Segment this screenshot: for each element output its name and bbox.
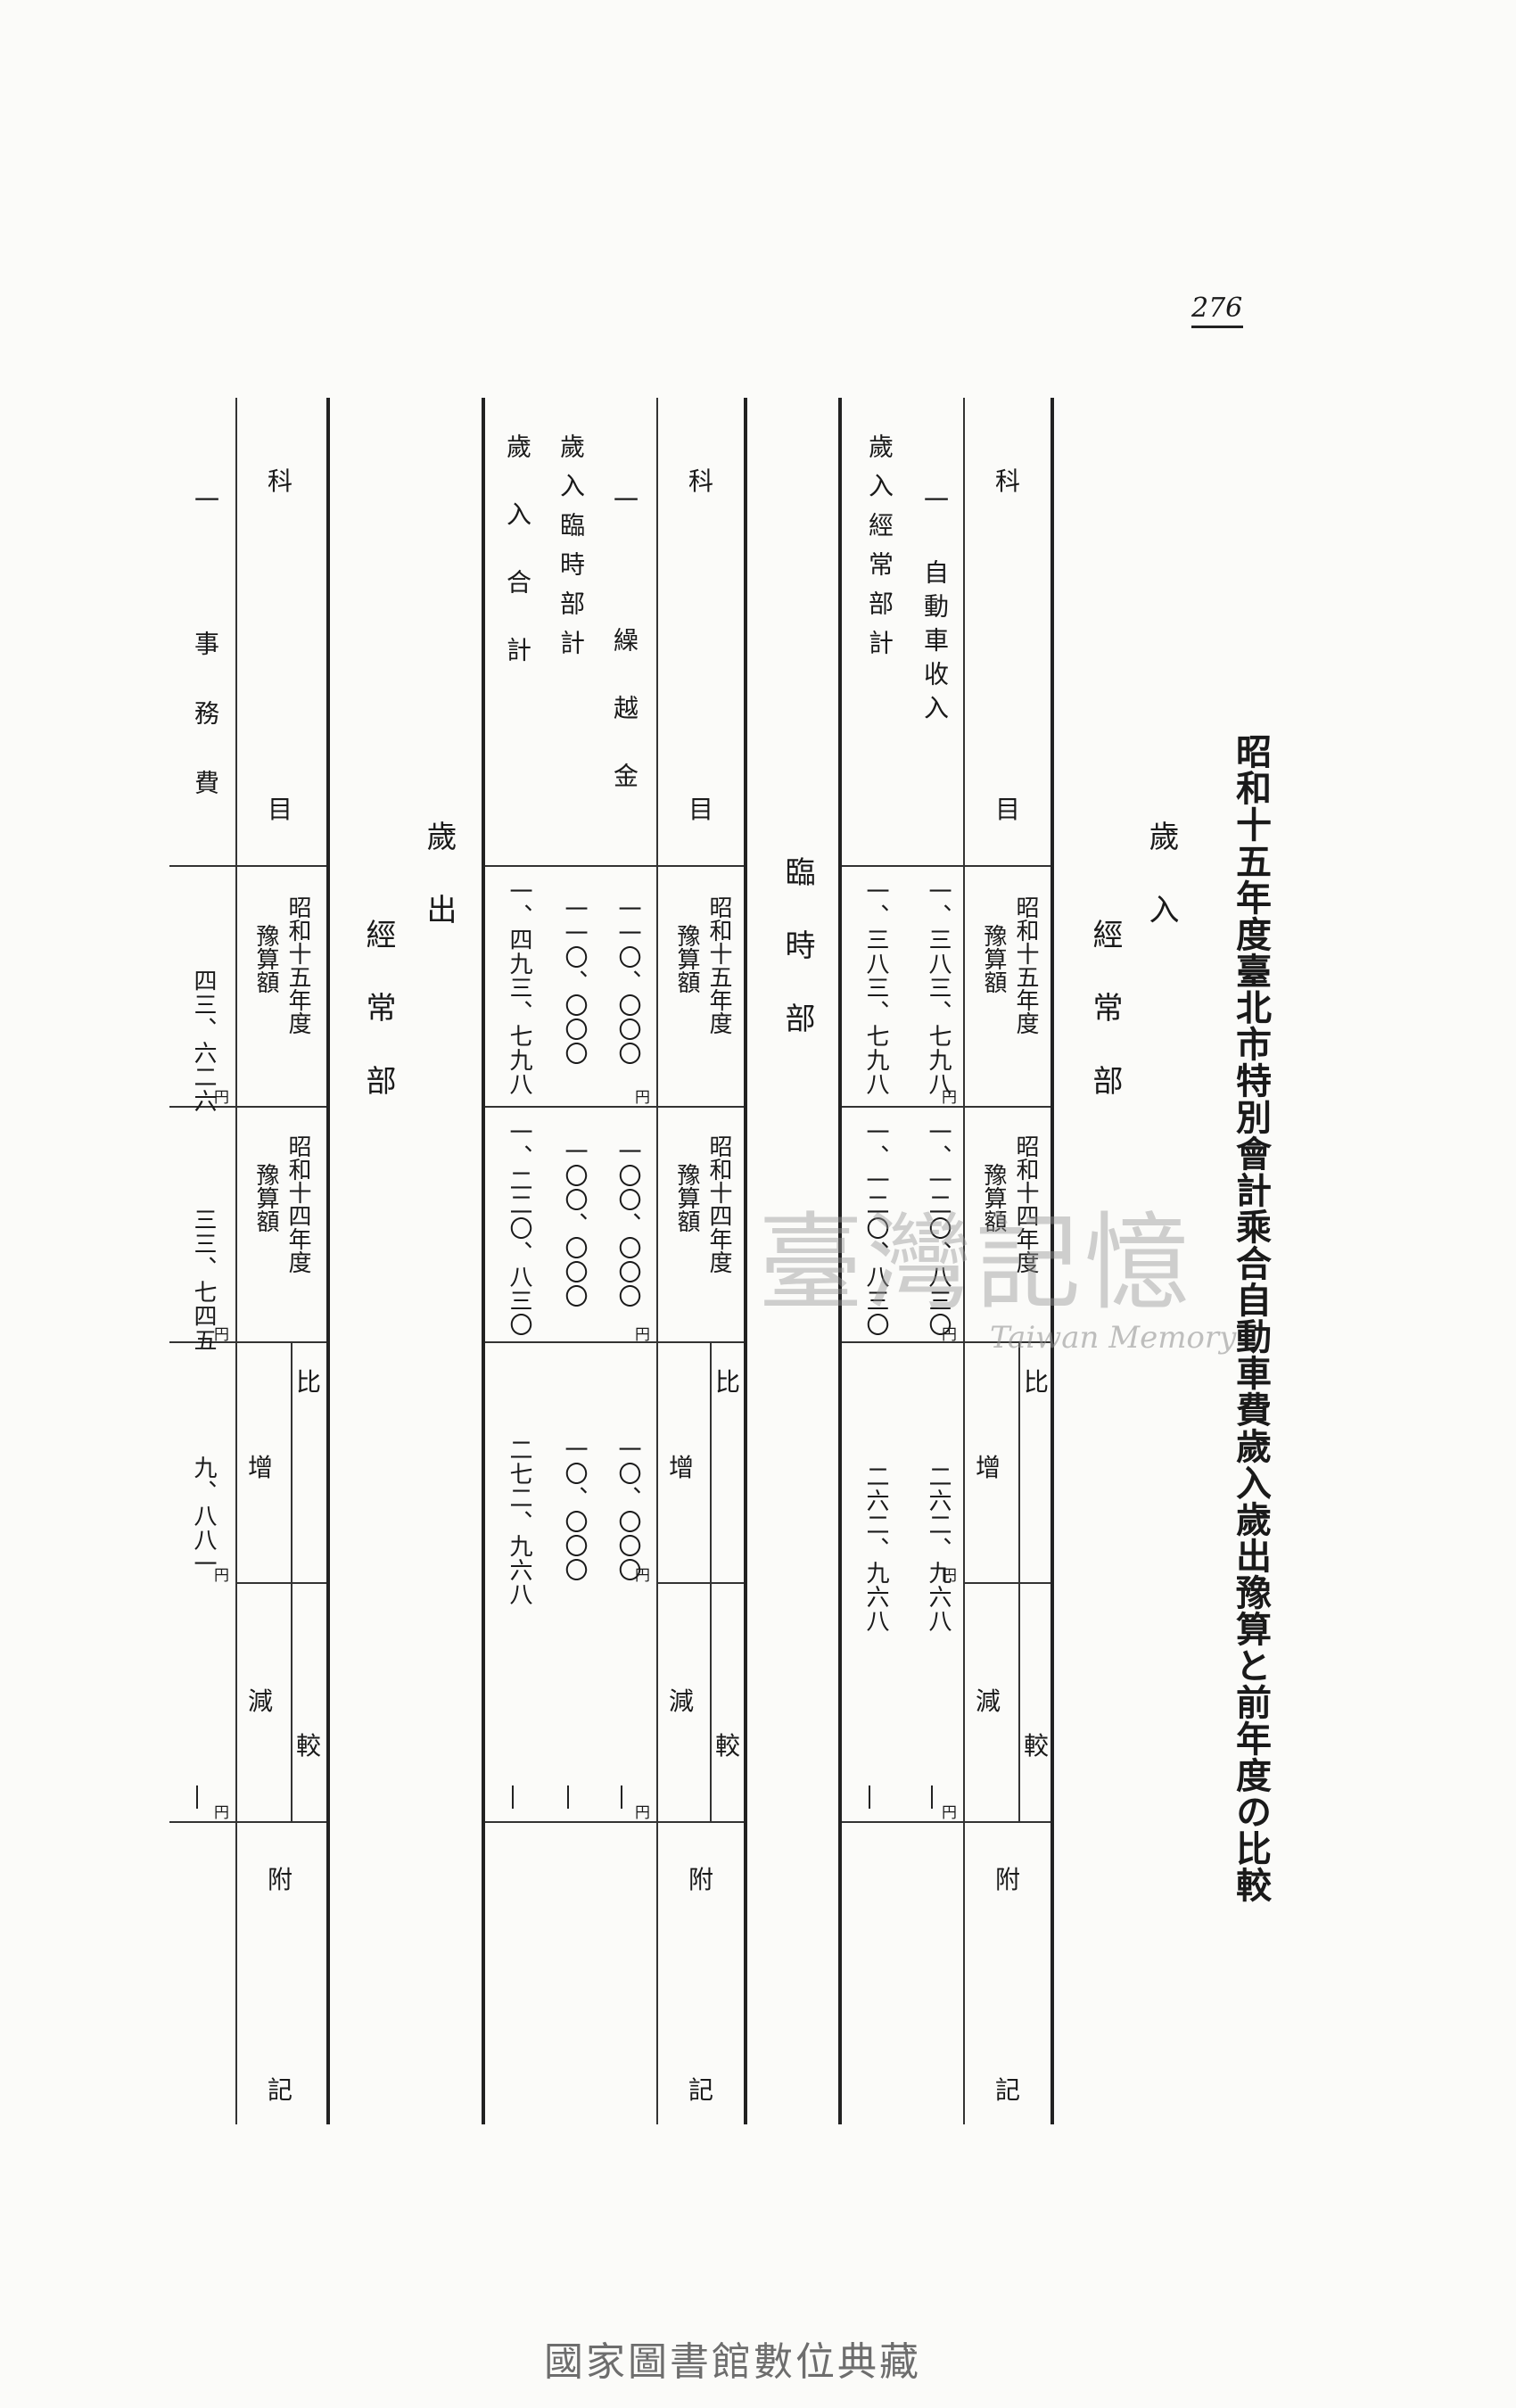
row-subject: 歲入合計 — [503, 433, 532, 705]
cell-value: 一〇〇、〇〇〇 — [561, 1140, 588, 1308]
yen-unit: 円 — [214, 1567, 229, 1585]
header-decrease: 減 — [976, 1686, 1001, 1716]
header-subject-bottom: 目 — [268, 795, 293, 824]
section-label-expenditure-ordinary: 經 常 部 — [360, 919, 396, 1099]
header-budget15: 豫算額 — [252, 924, 279, 994]
yen-unit: 円 — [214, 1804, 229, 1822]
cell-dash — [567, 1785, 569, 1809]
row-subject: 歲入臨時部計 — [556, 433, 586, 669]
cell-dash — [196, 1785, 198, 1809]
header-increase: 增 — [248, 1453, 274, 1482]
cell-value: 二七二、九六八 — [506, 1438, 532, 1606]
header-subject-top: 科 — [688, 466, 714, 496]
header-decrease: 減 — [669, 1686, 695, 1716]
header-notes-top: 附 — [688, 1865, 714, 1894]
header-showa14: 昭和十四年度 — [705, 1134, 732, 1274]
yen-unit: 円 — [635, 1089, 650, 1107]
header-compare-bottom: 較 — [1024, 1731, 1050, 1761]
watermark-subtitle: Taiwan Memory — [990, 1320, 1237, 1356]
table-revenue-ordinary: 科 目 昭和十五年度 豫算額 昭和十四年度 豫算額 比 較 增 減 附 記 一 … — [838, 398, 1054, 2124]
table-expenditure-ordinary: 科 目 昭和十五年度 豫算額 昭和十四年度 豫算額 比 較 增 減 附 記 一 … — [169, 398, 330, 2124]
header-compare-bottom: 較 — [296, 1731, 322, 1761]
cell-value: 一〇、〇〇〇 — [561, 1438, 588, 1582]
cell-dash — [512, 1785, 514, 1809]
header-showa15: 昭和十五年度 — [1012, 895, 1039, 1035]
cell-value: 一〇〇、〇〇〇 — [614, 1140, 641, 1308]
row-subject: 一 繰越金 — [610, 487, 639, 830]
table-revenue-temporary: 科 目 昭和十五年度 豫算額 昭和十四年度 豫算額 比 較 增 減 附 記 一 … — [482, 398, 747, 2124]
footer-credit: 國家圖書館數位典藏 — [544, 2339, 921, 2385]
header-subject-bottom: 目 — [995, 795, 1021, 824]
section-label-revenue-temporary: 臨 時 部 — [779, 856, 815, 1036]
header-decrease: 減 — [248, 1686, 274, 1716]
yen-unit: 円 — [635, 1567, 650, 1585]
yen-unit: 円 — [635, 1326, 650, 1344]
cell-value: 四三、六二六 — [190, 969, 217, 1113]
cell-value: 一、四九三、七九八 — [506, 879, 532, 1096]
cell-dash — [869, 1785, 870, 1809]
watermark-logo: 臺灣記憶 — [758, 1201, 1194, 1324]
header-compare-top: 比 — [1024, 1367, 1050, 1397]
cell-dash — [931, 1785, 933, 1809]
yen-unit: 円 — [942, 1804, 957, 1822]
header-notes-top: 附 — [995, 1865, 1021, 1894]
cell-value: 三三、七四五 — [190, 1208, 217, 1352]
yen-unit: 円 — [214, 1326, 229, 1344]
header-budget15: 豫算額 — [980, 924, 1007, 994]
yen-unit: 円 — [942, 1326, 957, 1344]
yen-unit: 円 — [635, 1804, 650, 1822]
row-subject: 一 自動車收入 — [920, 487, 950, 729]
cell-value: 一、三八三、七九八 — [862, 879, 889, 1096]
row-subject: 歲入經常部計 — [865, 433, 894, 669]
yen-unit: 円 — [942, 1089, 957, 1107]
cell-value: 一、一二〇、八三〇 — [925, 1120, 952, 1337]
header-compare-top: 比 — [296, 1367, 322, 1397]
header-budget14: 豫算額 — [673, 1163, 700, 1233]
cell-value: 一、一二〇、八三〇 — [862, 1120, 889, 1337]
header-showa14: 昭和十四年度 — [284, 1134, 311, 1274]
header-notes-bottom: 記 — [268, 2075, 293, 2105]
cell-value: 一、二二〇、八三〇 — [506, 1120, 532, 1337]
header-notes-top: 附 — [268, 1865, 293, 1894]
header-increase: 增 — [669, 1453, 695, 1482]
header-compare-bottom: 較 — [715, 1731, 741, 1761]
section-label-revenue-ordinary: 經 常 部 — [1087, 919, 1123, 1099]
cell-value: 一一〇、〇〇〇 — [561, 897, 588, 1066]
header-showa14: 昭和十四年度 — [1012, 1134, 1039, 1274]
header-budget14: 豫算額 — [980, 1163, 1007, 1233]
page-number: 276 — [1191, 293, 1243, 328]
page-title: 昭和十五年度臺北市特別會計乘合自動車費歲入歲出豫算と前年度の比較 — [1230, 733, 1272, 1903]
section-label-expenditure: 歲 出 — [421, 821, 457, 928]
header-compare-top: 比 — [715, 1367, 741, 1397]
header-increase: 增 — [976, 1453, 1001, 1482]
cell-value: 一一〇、〇〇〇 — [614, 897, 641, 1066]
yen-unit: 円 — [214, 1089, 229, 1107]
cell-value: 二六二、九六八 — [862, 1464, 889, 1633]
cell-value: 一〇、〇〇〇 — [614, 1438, 641, 1582]
cell-dash — [621, 1785, 622, 1809]
row-subject: 一 事務費 — [191, 487, 220, 839]
section-label-revenue: 歲 入 — [1143, 821, 1179, 928]
header-budget15: 豫算額 — [673, 924, 700, 994]
header-showa15: 昭和十五年度 — [705, 895, 732, 1035]
header-subject-bottom: 目 — [688, 795, 714, 824]
header-subject-top: 科 — [268, 466, 293, 496]
header-showa15: 昭和十五年度 — [284, 895, 311, 1035]
cell-value: 二六二、九六八 — [925, 1464, 952, 1633]
yen-unit: 円 — [942, 1567, 957, 1585]
header-notes-bottom: 記 — [995, 2075, 1021, 2105]
header-notes-bottom: 記 — [688, 2075, 714, 2105]
cell-value: 九、八八一 — [190, 1456, 217, 1576]
cell-value: 一、三八三、七九八 — [925, 879, 952, 1096]
header-budget14: 豫算額 — [252, 1163, 279, 1233]
header-subject-top: 科 — [995, 466, 1021, 496]
